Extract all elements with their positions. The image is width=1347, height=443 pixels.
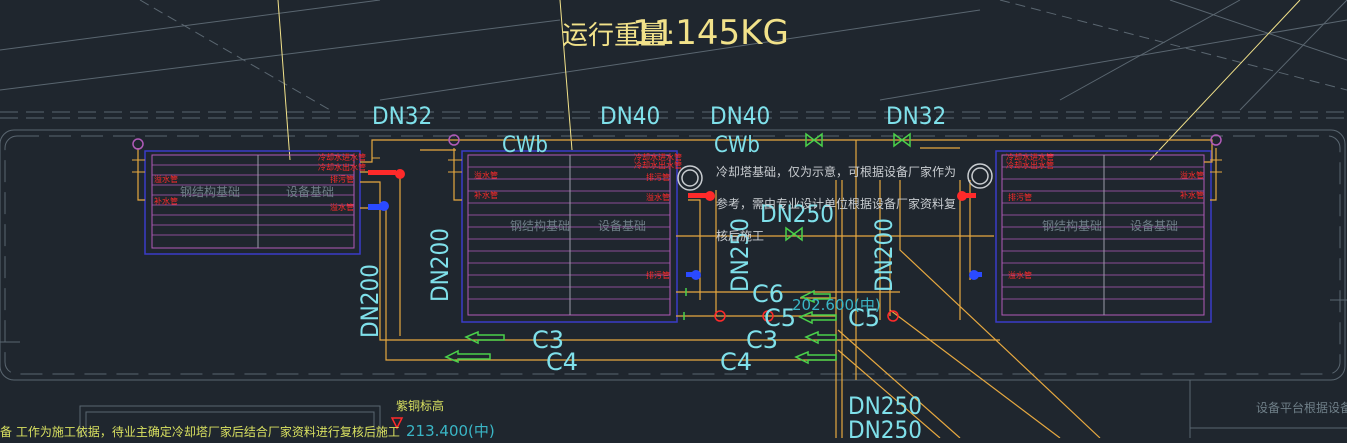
pipe-label-c3-a: C3 <box>532 326 564 354</box>
pipe-label-dn32-left: DN32 <box>372 102 432 130</box>
svg-text:溢水管: 溢水管 <box>646 192 670 202</box>
vent-circles <box>132 134 1222 150</box>
svg-text:溢水管: 溢水管 <box>1008 270 1032 280</box>
pipe-label-dn250-b2: DN250 <box>848 416 922 438</box>
pipe-label-c4-b: C4 <box>720 348 752 376</box>
pipe-label-c5-a: C5 <box>764 304 796 332</box>
platform-note: 设备平台根据设备要 <box>1256 400 1347 415</box>
svg-text:冷却水出水管: 冷却水出水管 <box>634 160 682 170</box>
pipe-label-c6: C6 <box>752 280 784 308</box>
operating-weight-value: 11145KG <box>632 13 789 53</box>
connection-tags: 冷却水进水管 冷却水出水管 溢水管 补水管 排污管 溢水管 冷却水进水管 冷却水… <box>154 152 1204 280</box>
svg-text:溢水管: 溢水管 <box>154 174 178 184</box>
svg-text:排污管: 排污管 <box>646 270 670 280</box>
pipe-label-dn40-a: DN40 <box>600 102 660 130</box>
svg-text:溢水管: 溢水管 <box>474 170 498 180</box>
tower-right-label-b: 设备基础 <box>1130 219 1178 233</box>
note-line-1: 冷却塔基础，仅为示意，可根据设备厂家作为 <box>716 164 956 179</box>
svg-text:溢水管: 溢水管 <box>1180 170 1204 180</box>
pipe-label-dn200-right: DN200 <box>870 218 898 292</box>
svg-text:补水管: 补水管 <box>154 196 178 206</box>
leader-lines <box>277 0 1301 161</box>
svg-text:补水管: 补水管 <box>1180 190 1204 200</box>
pipe-label-c5-b: C5 <box>848 304 880 332</box>
pipe-label-dn250-top: DN250 <box>760 200 834 228</box>
svg-text:排污管: 排污管 <box>646 172 670 182</box>
tower-middle-label-a: 钢结构基础 <box>510 218 570 233</box>
svg-text:排污管: 排污管 <box>330 174 354 184</box>
operating-weight-label: 运行重量: <box>562 21 675 51</box>
pipe-label-dn40-b: DN40 <box>710 102 770 130</box>
cooling-tower-right[interactable]: 钢结构基础 设备基础 <box>995 150 1212 323</box>
color-markers <box>368 169 982 280</box>
flow-arrows <box>444 289 837 365</box>
pipe-label-c4-a: C4 <box>546 348 578 376</box>
pipe-label-dn200-mid: DN200 <box>426 228 454 302</box>
svg-text:冷却水出水管: 冷却水出水管 <box>318 162 366 172</box>
svg-text:排污管: 排污管 <box>1008 192 1032 202</box>
equipment-circles[interactable] <box>677 163 993 191</box>
pipe-label-cwb-right: CWb <box>714 133 760 158</box>
svg-text:溢水管: 溢水管 <box>330 202 354 212</box>
tower-left-label-a: 钢结构基础 <box>180 184 240 199</box>
note-line-2: 参考，需由专业设计单位根据设备厂家资料复 <box>716 196 956 211</box>
svg-text:冷却水进水管: 冷却水进水管 <box>318 152 366 162</box>
pipe-label-c3-b: C3 <box>746 326 778 354</box>
level-annotation-a: 202.600(中) <box>792 296 881 314</box>
cooling-tower-left[interactable]: 钢结构基础 设备基础 <box>144 150 361 255</box>
note-line-3: 核后施工 <box>716 229 764 243</box>
svg-text:补水管: 补水管 <box>474 190 498 200</box>
level-marker-icon <box>390 417 404 430</box>
pipe-label-dn32-right: DN32 <box>886 102 946 130</box>
tower-right-label-a: 钢结构基础 <box>1042 218 1102 233</box>
gate-valves[interactable] <box>683 132 911 320</box>
pipe-label-dn250-vert: DN250 <box>726 218 754 292</box>
fittings <box>132 157 1222 173</box>
pipe-label-cwb-left: CWb <box>502 133 548 158</box>
tower-left-label-b: 设备基础 <box>286 185 334 199</box>
svg-text:冷却水进水管: 冷却水进水管 <box>1006 152 1054 162</box>
tower-middle-label-b: 设备基础 <box>598 219 646 233</box>
bottom-note: 备 工作为施工依据，待业主确定冷却塔厂家后结合厂家资料进行复核后施工 <box>0 424 400 438</box>
pipe-label-dn200-left: DN200 <box>356 264 384 338</box>
svg-text:冷却水出水管: 冷却水出水管 <box>1006 160 1054 170</box>
red-valves[interactable] <box>714 310 899 322</box>
svg-text:冷却水进水管: 冷却水进水管 <box>634 152 682 162</box>
riser-label: 紫铜标高 <box>396 398 444 413</box>
level-annotation-b: 213.400(中) <box>406 422 495 438</box>
pipe-label-dn250-b1: DN250 <box>848 392 922 420</box>
